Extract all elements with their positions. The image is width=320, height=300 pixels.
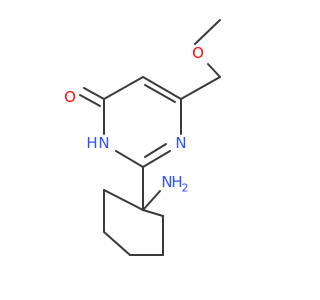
atom-n1: N bbox=[175, 134, 186, 152]
bond-c4-o-second bbox=[79, 94, 101, 107]
molecule-canvas: O O N H N N H 2 bbox=[64, 19, 221, 256]
molecule-structure: O O N H N N H 2 bbox=[64, 19, 221, 256]
cyclohexane-ring bbox=[103, 189, 164, 256]
bond-c4-c5 bbox=[103, 76, 144, 100]
methoxymethyl-group bbox=[180, 19, 221, 100]
bond-cy6 bbox=[142, 209, 164, 217]
atom-nh2-subscript: 2 bbox=[182, 182, 189, 195]
bond-c5-c6-inner bbox=[144, 84, 176, 103]
atom-o-methoxy: O bbox=[192, 44, 204, 62]
bond-ch2-o bbox=[207, 63, 221, 78]
bond-c5-c6 bbox=[142, 76, 182, 100]
bond-n1-c2 bbox=[142, 150, 171, 168]
pyrimidinone-ring bbox=[103, 76, 182, 168]
bond-n1-c2-inner bbox=[144, 143, 167, 158]
bond-cq-nh2 bbox=[142, 190, 161, 211]
bond-c4-o bbox=[83, 87, 105, 100]
bond-cy3 bbox=[103, 231, 131, 256]
atom-n3-h: H bbox=[86, 134, 97, 152]
atom-n3: N bbox=[98, 134, 109, 152]
bond-cy1 bbox=[103, 189, 144, 211]
atom-nh2-n: N bbox=[161, 173, 172, 191]
carbonyl-group bbox=[79, 87, 105, 107]
bond-o-ch3 bbox=[194, 19, 221, 45]
atom-nh2-h: H bbox=[171, 173, 182, 191]
bond-c6-ch2 bbox=[180, 76, 221, 100]
atom-o-carbonyl: O bbox=[64, 88, 76, 106]
bond-c2-n3 bbox=[115, 150, 144, 168]
